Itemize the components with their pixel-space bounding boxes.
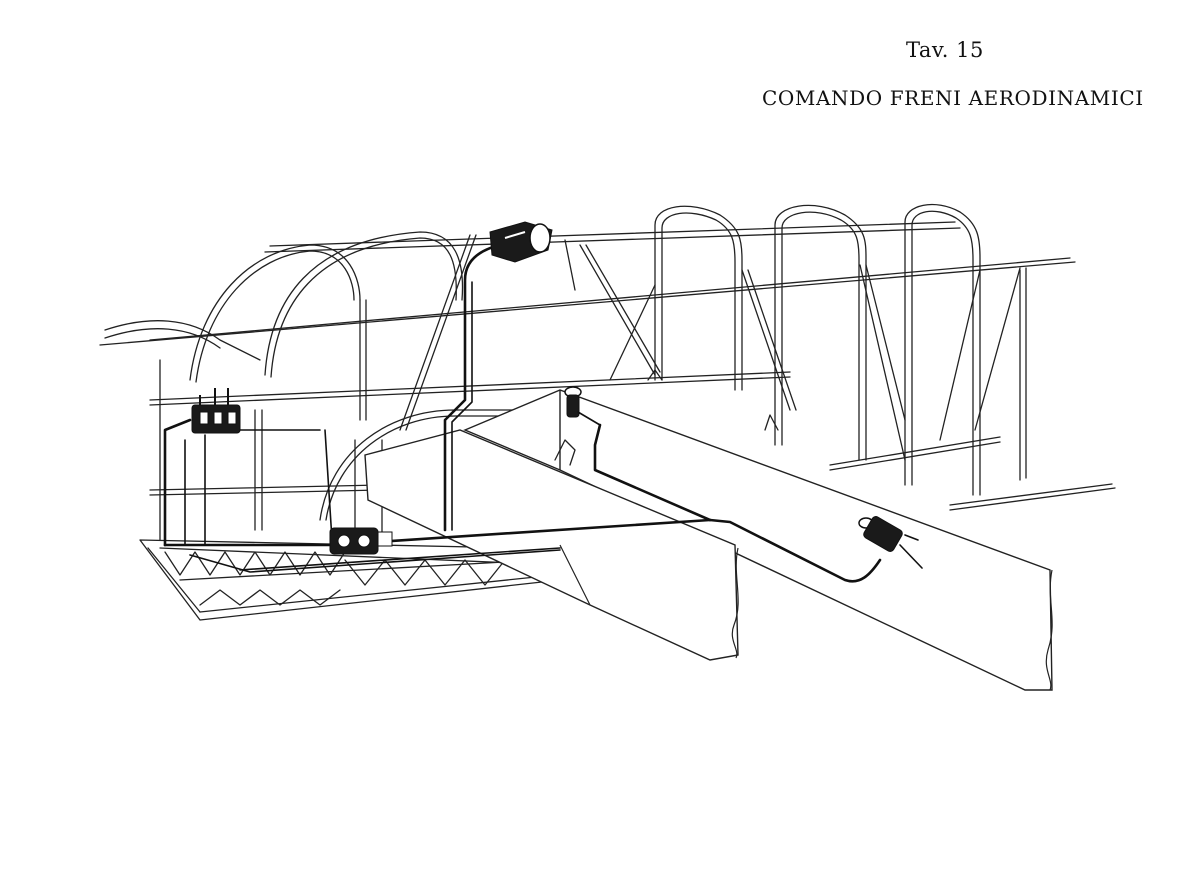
rear-actuator-line: [708, 518, 882, 583]
lower-longeron: [149, 489, 381, 496]
front-actuator-line: [593, 423, 712, 522]
mid-longeron: [149, 371, 791, 401]
valve-feed-line-1: [163, 418, 192, 547]
canopy-hoop-2: [264, 231, 464, 376]
frame-arch-2: [774, 204, 867, 461]
wing-spar-front: [463, 389, 1053, 691]
wing-spar-rear: [364, 429, 739, 661]
frame-arch-1: [654, 205, 743, 391]
upper-actuator-cylinder: [489, 221, 553, 263]
upper-longeron-right: [264, 227, 961, 253]
hand-pump: [329, 527, 393, 555]
control-rod: [324, 429, 333, 541]
plate-number: Tav. 15: [906, 38, 984, 62]
fuselage-frame: [99, 203, 1116, 561]
spar-fittings: [554, 369, 779, 466]
frame-arch-3: [904, 203, 981, 496]
seat-bulkhead: [319, 409, 561, 521]
rear-actuator: [858, 516, 923, 569]
valve-block: [191, 388, 241, 434]
upper-longeron-left: [99, 261, 1076, 346]
plate-title: COMANDO FRENI AERODINAMICI: [762, 86, 1144, 110]
front-actuator: [564, 386, 601, 426]
canopy-hoop-1: [189, 244, 361, 381]
